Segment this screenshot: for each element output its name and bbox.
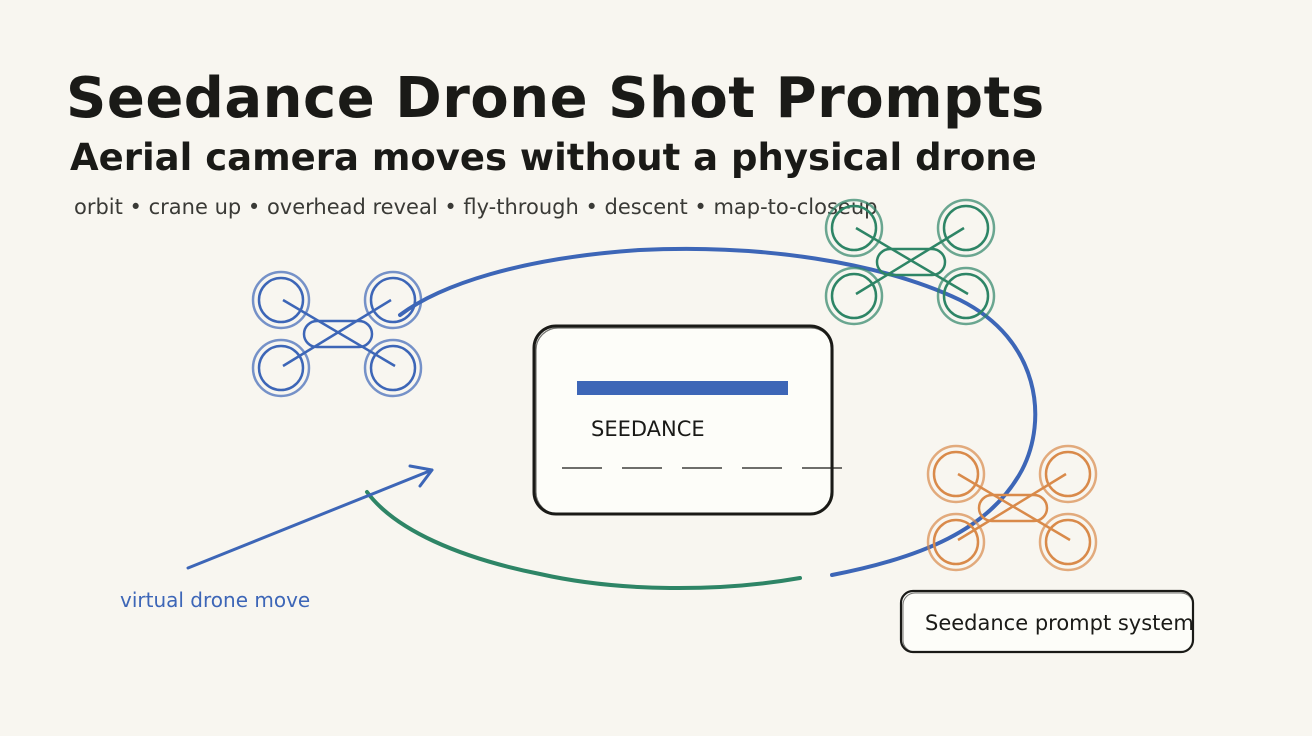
drone-icon-orange	[926, 444, 1098, 572]
system-label: Seedance prompt system	[925, 611, 1194, 635]
drone-icon-blue	[251, 270, 423, 398]
seedance-screen-card: SEEDANCE	[532, 324, 845, 516]
orbit-path-blue	[398, 246, 1038, 577]
virtual-drone-move-label: virtual drone move	[120, 588, 311, 612]
arrow-icon	[186, 464, 434, 570]
page-subtitle: Aerial camera moves without a physical d…	[70, 136, 1037, 179]
page-title: Seedance Drone Shot Prompts	[66, 66, 1045, 131]
screen-header-bar	[577, 381, 788, 395]
screen-label: SEEDANCE	[591, 417, 705, 441]
orbit-path-green	[365, 490, 802, 591]
shot-types-tagline: orbit • crane up • overhead reveal • fly…	[74, 195, 878, 219]
